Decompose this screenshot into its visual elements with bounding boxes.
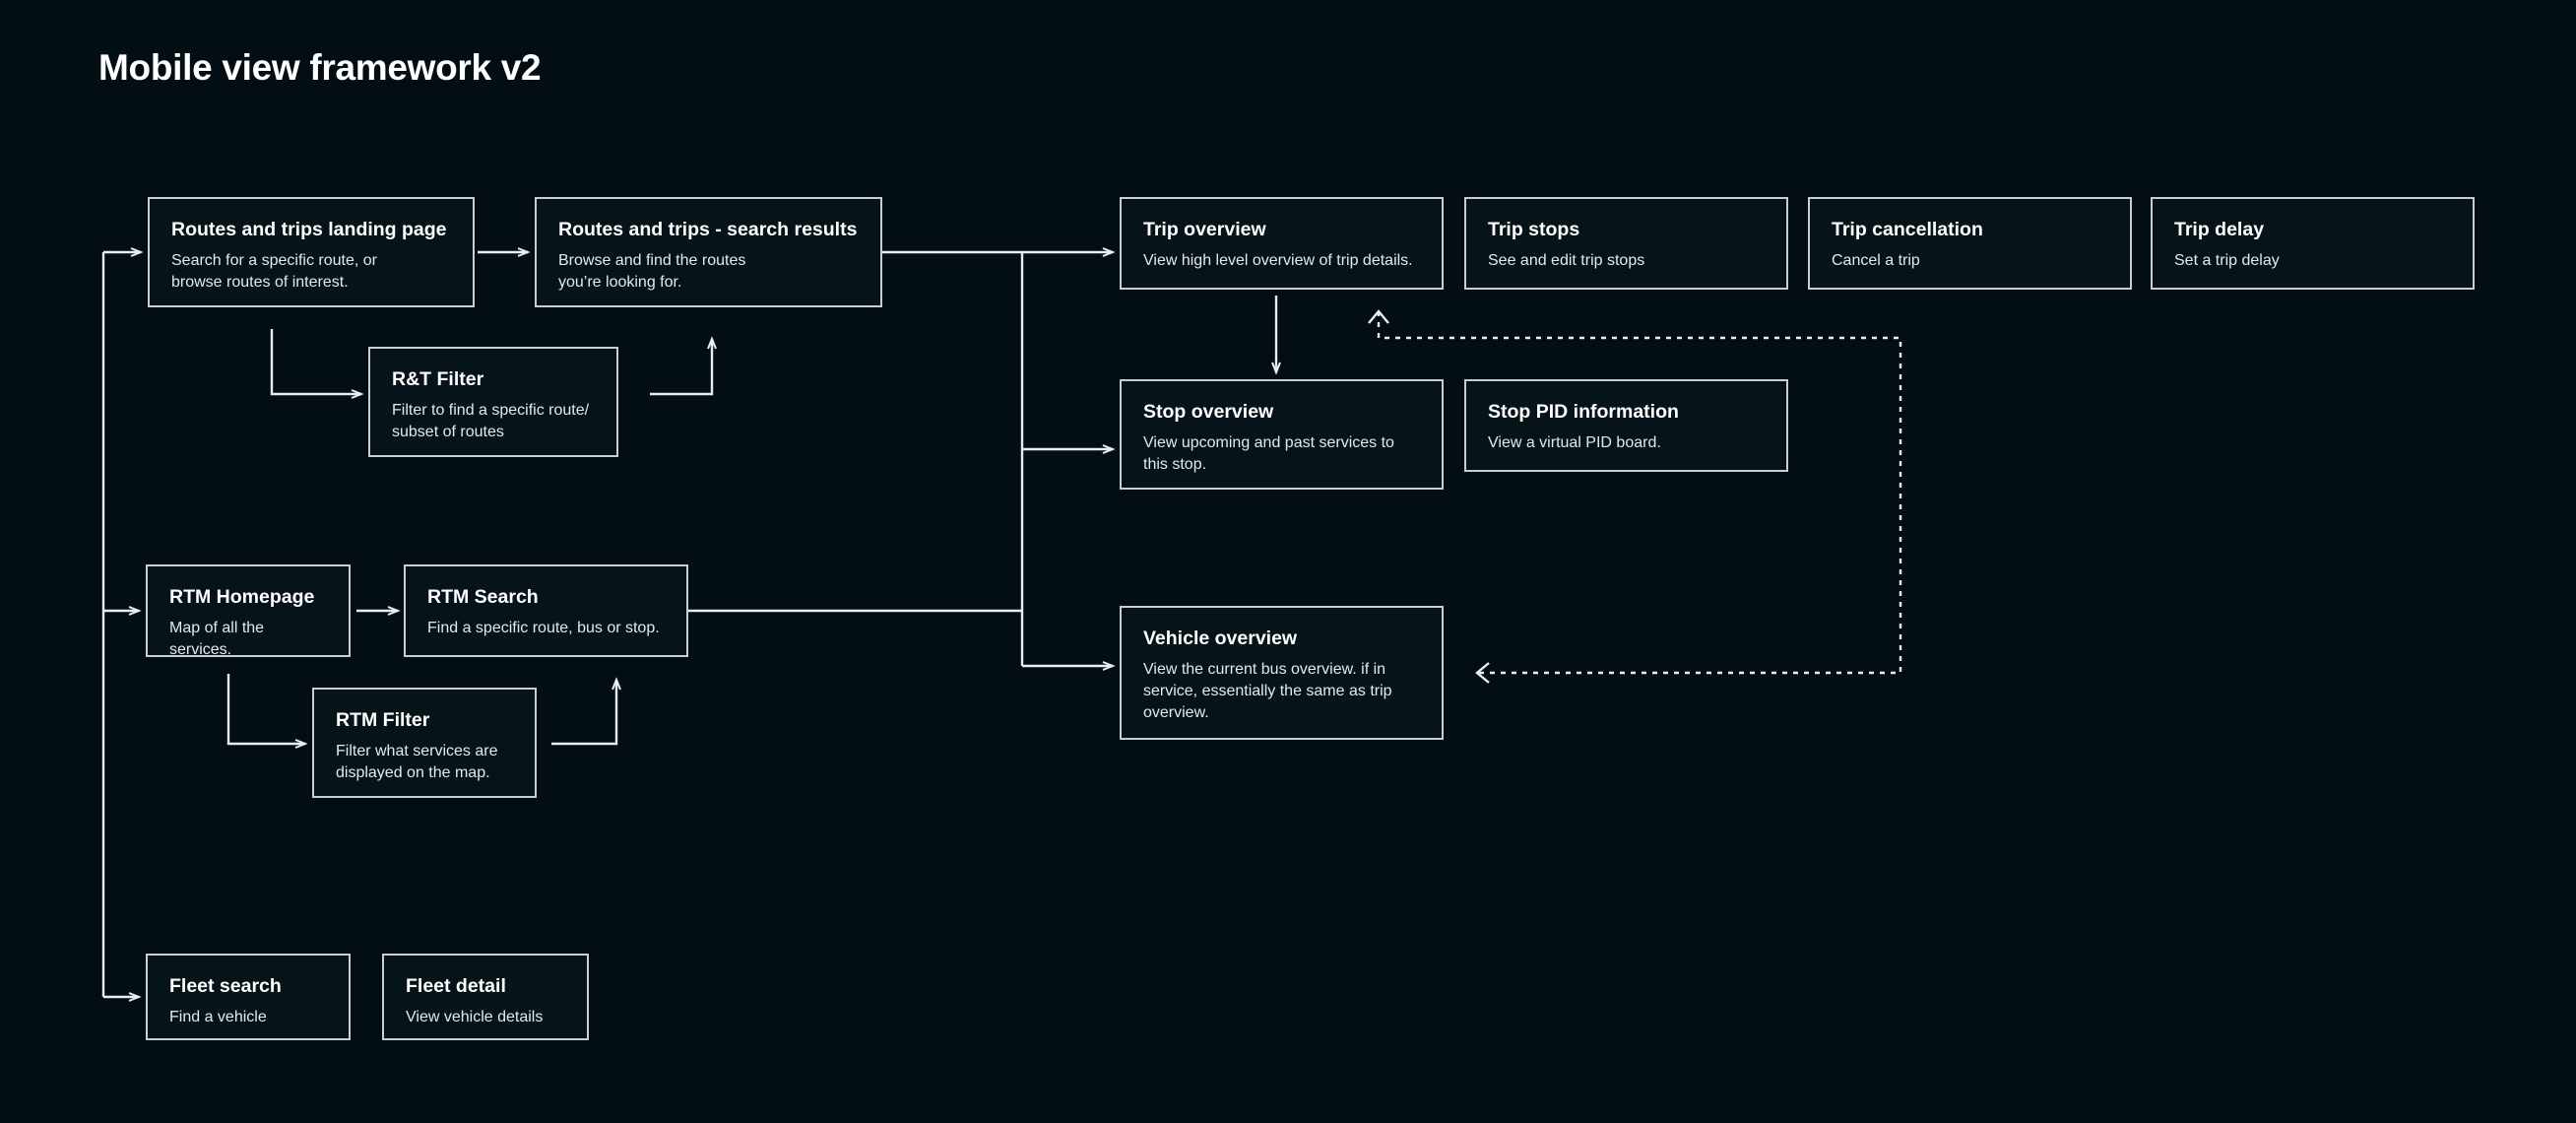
node-trip-cancellation[interactable]: Trip cancellation Cancel a trip <box>1808 197 2132 290</box>
node-description: Filter what services are displayed on th… <box>336 743 498 782</box>
node-description: View a virtual PID board. <box>1488 434 1661 452</box>
node-title: Routes and trips - search results <box>558 219 858 240</box>
node-trip-overview[interactable]: Trip overview View high level overview o… <box>1120 197 1444 290</box>
node-fleet-detail[interactable]: Fleet detail View vehicle details <box>382 954 589 1040</box>
node-rtm-filter[interactable]: RTM Filter Filter what services are disp… <box>312 688 537 798</box>
node-rt-filter[interactable]: R&T Filter Filter to find a specific rou… <box>368 347 618 457</box>
node-title: RTM Search <box>427 586 539 608</box>
node-title: Fleet detail <box>406 975 506 997</box>
rt-filter-to-search-results <box>650 336 717 396</box>
node-title: Trip cancellation <box>1832 219 1983 240</box>
node-title: RTM Filter <box>336 709 430 731</box>
dashed-return-arrowhead-left <box>1475 662 1490 684</box>
node-title: R&T Filter <box>392 368 484 390</box>
node-description: Search for a specific route, or browse r… <box>171 252 377 292</box>
node-stop-overview[interactable]: Stop overview View upcoming and past ser… <box>1120 379 1444 490</box>
node-title: RTM Homepage <box>169 586 315 608</box>
node-description: Find a specific route, bus or stop. <box>427 620 660 637</box>
vehicle-overview-to-trip-overview-return <box>1377 313 1902 675</box>
node-title: Vehicle overview <box>1143 628 1298 649</box>
node-description: See and edit trip stops <box>1488 252 1645 270</box>
page-title: Mobile view framework v2 <box>98 47 542 88</box>
node-routes-and-trips-search-results[interactable]: Routes and trips - search results Browse… <box>535 197 882 307</box>
routes-landing-to-rt-filter <box>270 329 364 399</box>
node-routes-and-trips-landing-page[interactable]: Routes and trips landing page Search for… <box>148 197 475 307</box>
node-rtm-homepage[interactable]: RTM Homepage Map of all the services. <box>146 564 351 658</box>
node-title: Trip delay <box>2174 219 2265 240</box>
node-description: Filter to find a specific route/ subset … <box>392 402 590 441</box>
node-rtm-search[interactable]: RTM Search Find a specific route, bus or… <box>404 564 688 657</box>
node-trip-delay[interactable]: Trip delay Set a trip delay <box>2151 197 2475 290</box>
dashed-return-arrowhead-top <box>1368 309 1389 324</box>
node-description: Find a vehicle <box>169 1009 267 1026</box>
node-description: View the current bus overview. if in ser… <box>1143 661 1392 721</box>
node-description: View vehicle details <box>406 1009 544 1026</box>
node-stop-pid-information[interactable]: Stop PID information View a virtual PID … <box>1464 379 1788 472</box>
node-fleet-search[interactable]: Fleet search Find a vehicle <box>146 954 351 1040</box>
node-title: Stop overview <box>1143 401 1274 423</box>
rtm-homepage-to-rtm-filter <box>226 674 308 749</box>
node-title: Trip overview <box>1143 219 1266 240</box>
node-description: View upcoming and past services to this … <box>1143 434 1394 474</box>
node-title: Routes and trips landing page <box>171 219 447 240</box>
node-description: Set a trip delay <box>2174 252 2280 270</box>
node-description: Map of all the services. <box>169 620 265 659</box>
node-title: Fleet search <box>169 975 282 997</box>
node-title: Stop PID information <box>1488 401 1679 423</box>
node-description: Cancel a trip <box>1832 252 1920 270</box>
node-description: Browse and find the routes you’re lookin… <box>558 252 746 292</box>
node-vehicle-overview[interactable]: Vehicle overview View the current bus ov… <box>1120 606 1444 740</box>
node-description: View high level overview of trip details… <box>1143 252 1413 270</box>
rtm-filter-to-rtm-search <box>551 677 621 746</box>
node-trip-stops[interactable]: Trip stops See and edit trip stops <box>1464 197 1788 290</box>
node-title: Trip stops <box>1488 219 1580 240</box>
